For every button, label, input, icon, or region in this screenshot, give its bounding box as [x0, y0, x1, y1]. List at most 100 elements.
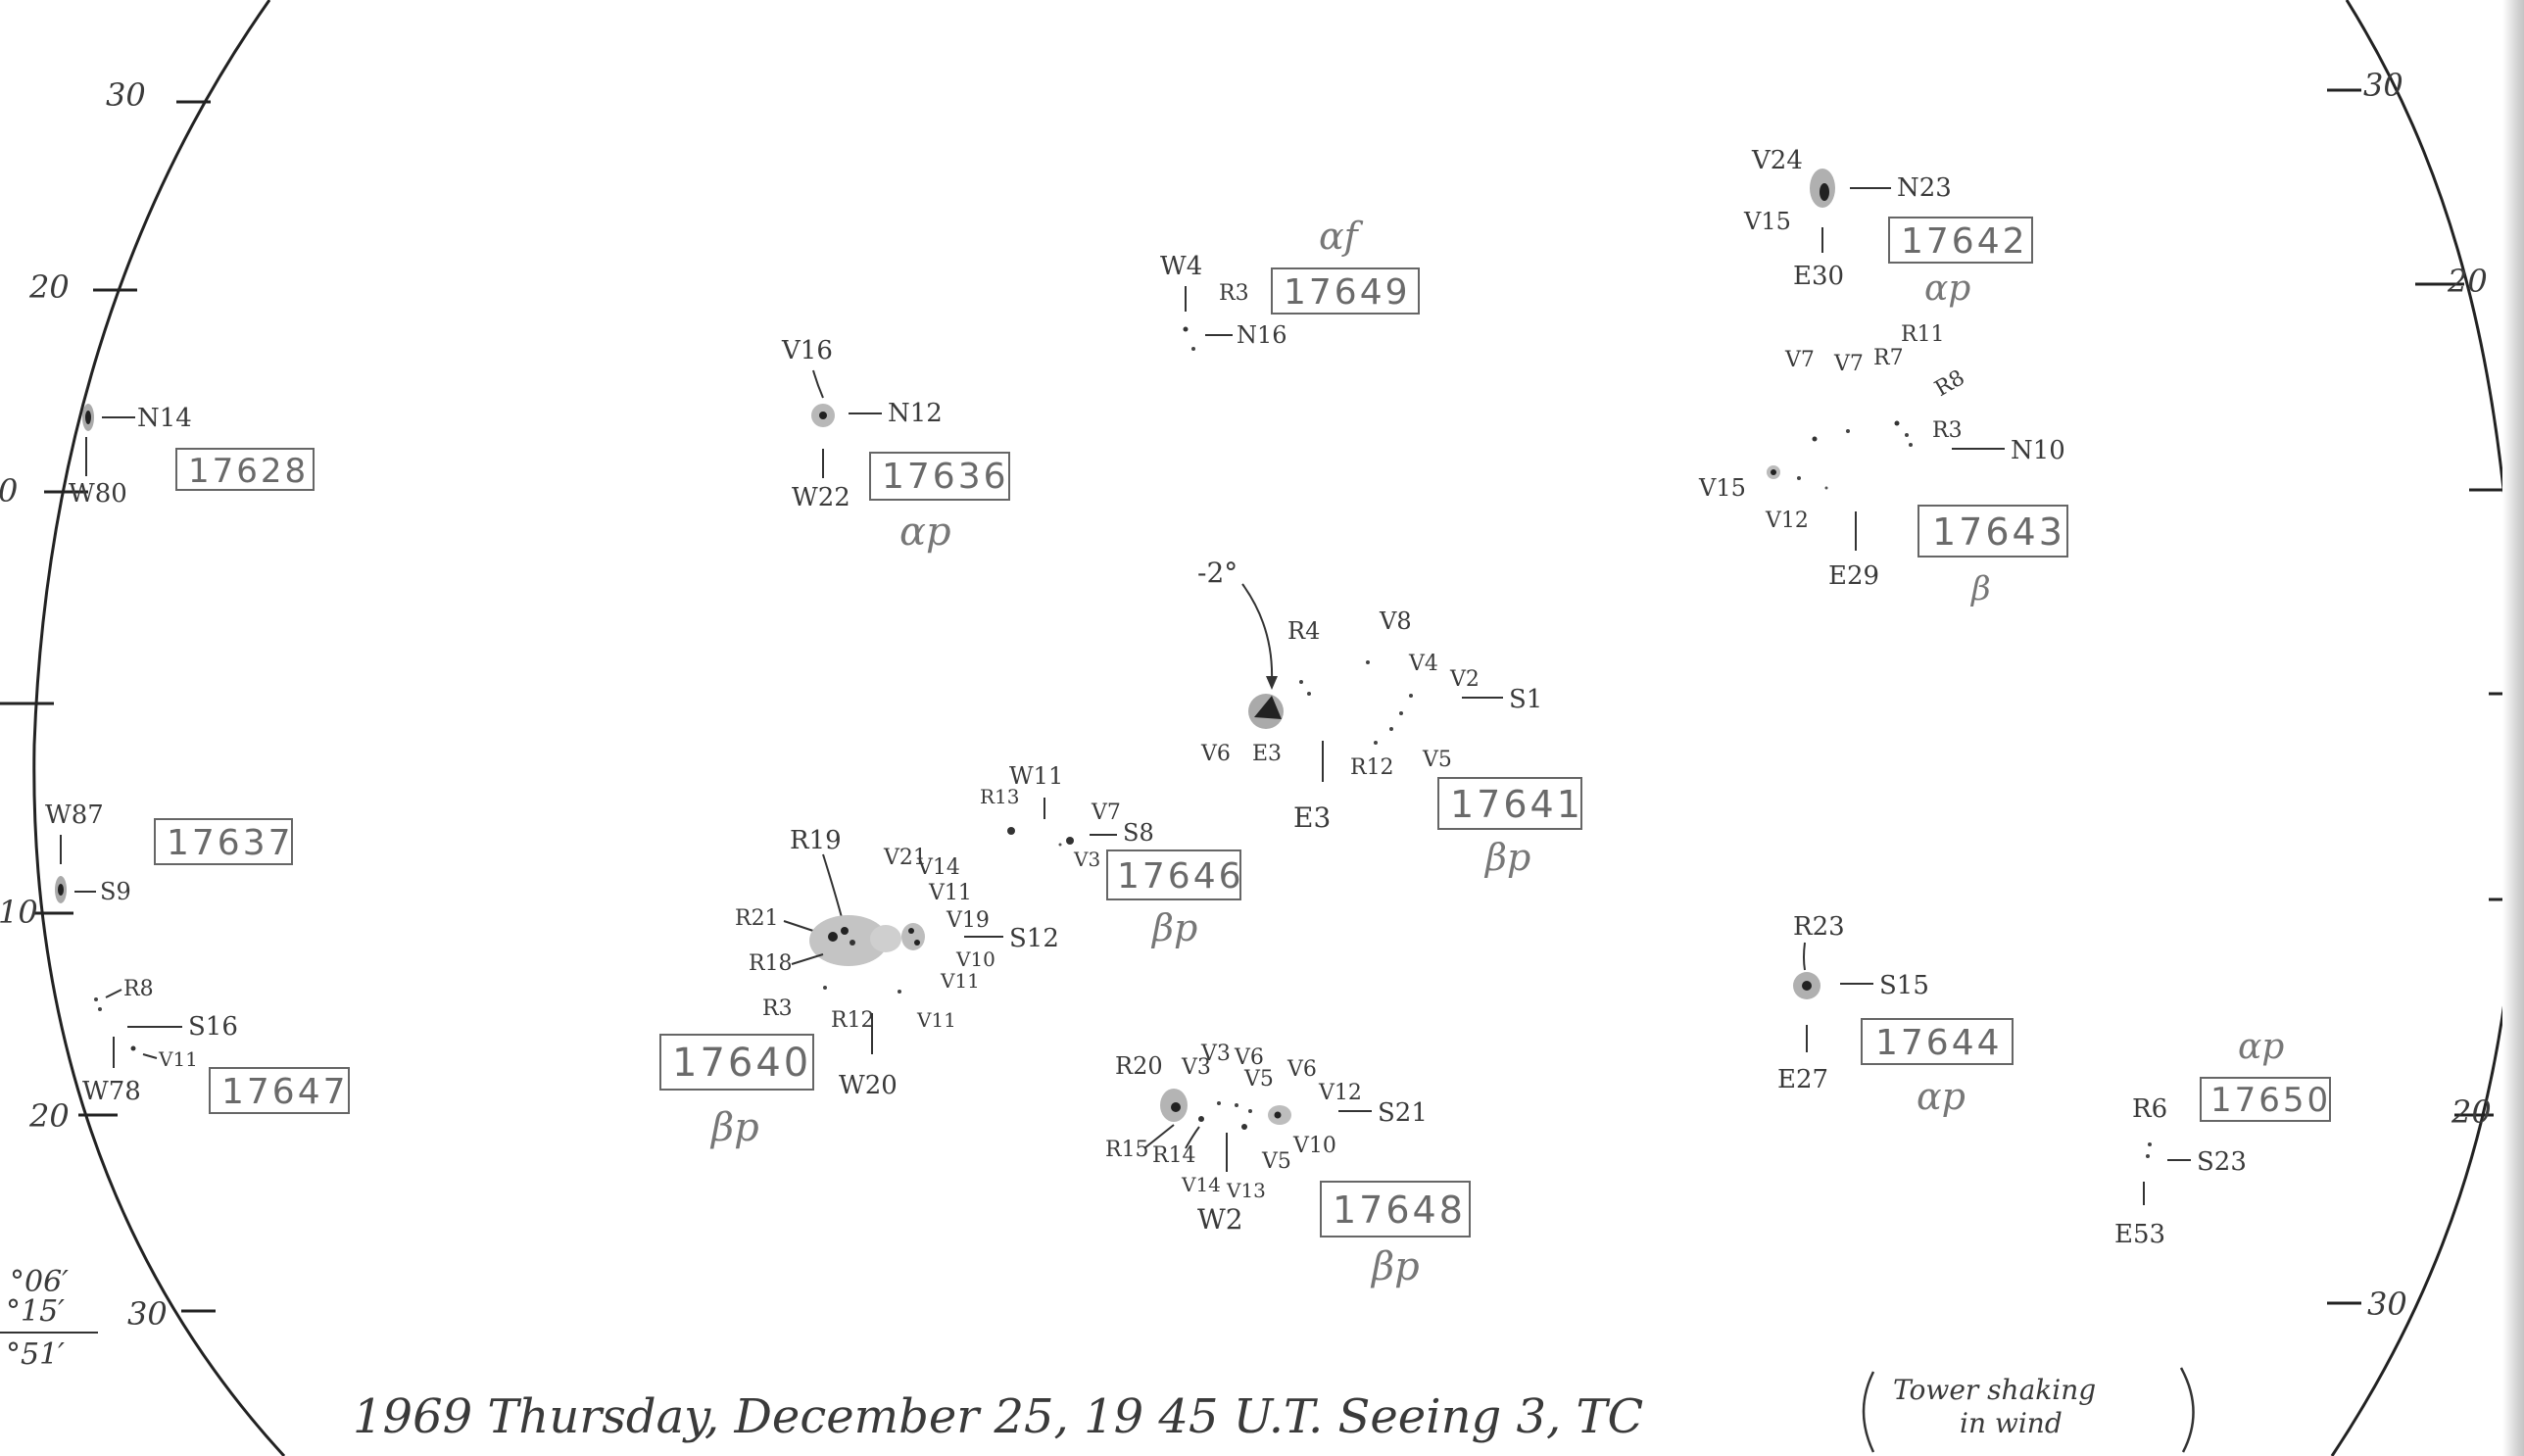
label-R18: V6 — [1200, 742, 1231, 766]
group-number-box — [1917, 505, 2068, 558]
caption: 1969 Thursday, December 25, 19 45 U.T. S… — [353, 1367, 2195, 1453]
label-R3: R3 — [1932, 418, 1963, 443]
sunspot-pore — [98, 1007, 102, 1011]
group-number: 17637 — [167, 823, 294, 863]
group-number: 17646 — [1117, 856, 1244, 897]
sunspot-pore — [1235, 1103, 1238, 1107]
label-R15: R15 — [1105, 1138, 1149, 1162]
solar-limb-right-lower — [2330, 881, 2518, 1456]
label-V11-c: V11 — [916, 1008, 956, 1032]
label-W4: W4 — [1160, 252, 1202, 281]
label-V11: V11 — [158, 1047, 198, 1071]
label-V15: V15 — [1698, 474, 1746, 502]
left-scale-label-30-bottom: 30 — [127, 1295, 168, 1333]
label-V14: V14 — [1181, 1173, 1221, 1196]
sunspot-umbra — [85, 411, 91, 424]
label-S16: S16 — [188, 1012, 238, 1042]
group-class: αp — [1924, 268, 1970, 309]
label-V7-b: V7 — [1833, 352, 1864, 376]
sunspot-penumbra — [901, 923, 925, 950]
left-scale — [0, 100, 216, 1313]
label-R13: R13 — [980, 785, 1020, 808]
label-V12: V12 — [1318, 1081, 1362, 1105]
label-R8: R8 — [1931, 365, 1969, 402]
label-R18: R18 — [749, 951, 793, 976]
group-number-box — [2200, 1077, 2331, 1122]
label-R11: R11 — [1901, 322, 1945, 347]
sunspot-umbra — [1171, 1102, 1181, 1112]
scan-edge-shadow — [2502, 0, 2524, 1456]
sunspot-pore — [1241, 1124, 1247, 1130]
label-V4: V4 — [1408, 652, 1438, 676]
label-V7: V7 — [1091, 801, 1121, 825]
label-minus-2-deg: -2° — [1197, 557, 1238, 589]
label-V6: V5 — [1422, 748, 1452, 772]
label-S9: S9 — [100, 878, 131, 905]
sunspot-pore — [2146, 1154, 2150, 1158]
group-number: 17644 — [1875, 1023, 2003, 1063]
label-S8: S8 — [1123, 819, 1154, 847]
label-W22: W22 — [792, 483, 850, 512]
sunspot-group-17642: V24 N23 V15 E30 17642 αp — [1743, 146, 2033, 309]
group-number: 17628 — [188, 452, 309, 491]
sunspot-pore — [1183, 326, 1189, 332]
sunspot-group-17648: R20 V3 V3 V6 V5 V6 V12 S21 R15 R14 V5 V1… — [1105, 1042, 1471, 1289]
group-class: αp — [2238, 1027, 2284, 1067]
label-E3-visible: E3 — [1293, 801, 1331, 834]
label-R8: R8 — [123, 977, 154, 1001]
label-V24: V24 — [1751, 146, 1803, 175]
group-number: 17642 — [1901, 221, 2028, 262]
label-S15: S15 — [1879, 971, 1929, 1000]
right-scale-label-30-top: 30 — [2363, 67, 2403, 104]
sunspot-pore — [1399, 711, 1403, 715]
sunspot-pore — [1409, 694, 1413, 698]
label-V6-b: V6 — [1286, 1057, 1317, 1082]
label-R23: R23 — [1793, 912, 1845, 942]
sunspot-umbra — [828, 932, 838, 942]
sunspot-pore — [1389, 727, 1393, 731]
sunspot-pore — [2148, 1142, 2152, 1146]
label-W11: W11 — [1009, 762, 1063, 790]
group-class: βp — [1150, 906, 1197, 949]
group-number: 17649 — [1284, 272, 1411, 313]
caption-main: 1969 Thursday, December 25, 19 45 U.T. S… — [353, 1389, 1643, 1444]
label-V21: V21 — [883, 846, 927, 870]
sunspot-umbra — [908, 928, 914, 934]
sunspot-penumbra — [809, 915, 888, 966]
group-class: βp — [1370, 1244, 1420, 1289]
left-scale-label-10: 10 — [0, 894, 38, 931]
label-V16: V16 — [781, 336, 833, 365]
label-R3: R3 — [1219, 281, 1249, 306]
label-N10: N10 — [2011, 436, 2065, 465]
label-V14: V14 — [916, 855, 960, 880]
sunspot-group-17636: V16 N12 W22 17636 αp — [781, 336, 1010, 555]
sunspot-pore — [898, 990, 901, 994]
group-number: 17640 — [672, 1041, 811, 1086]
label-R7: R7 — [1873, 346, 1904, 370]
label-R12: E3 — [1252, 742, 1282, 766]
label-V6-a: V6 — [1234, 1045, 1264, 1070]
group-number-box — [1437, 777, 1582, 830]
sunspot-pore — [1812, 436, 1818, 442]
group-number-box — [175, 448, 315, 491]
label-V19: V19 — [946, 908, 990, 933]
left-scale-label-20-top: 20 — [28, 268, 70, 306]
sunspot-pore — [130, 1045, 136, 1051]
sunspot-group-17650: αp 17650 R6 S23 E53 — [2114, 1027, 2331, 1249]
caption-note-line2: in wind — [1960, 1407, 2063, 1439]
group-class: αp — [899, 510, 951, 555]
label-R20: R20 — [1115, 1052, 1163, 1080]
label-E29: E29 — [1828, 561, 1879, 591]
sunspot-group-17640: R19 V21 V14 V11 R21 V19 S12 R18 V10 V11 … — [659, 826, 1059, 1150]
group-number: 17647 — [221, 1072, 349, 1112]
label-S23: S23 — [2197, 1147, 2247, 1177]
label-E53: E53 — [2114, 1220, 2165, 1249]
sunspot-group-17628: N14 W80 17628 — [69, 404, 315, 509]
label-V5: V5 — [1243, 1067, 1274, 1092]
sunspot-pore — [823, 986, 827, 990]
sunspot-pore — [1058, 843, 1062, 847]
sunspot-group-17646: W11 R13 V7 S8 V3 17646 βp — [980, 762, 1244, 949]
sunspot-pore — [1374, 741, 1378, 745]
label-V10: V10 — [955, 947, 995, 971]
label-V15: V15 — [1743, 208, 1791, 235]
